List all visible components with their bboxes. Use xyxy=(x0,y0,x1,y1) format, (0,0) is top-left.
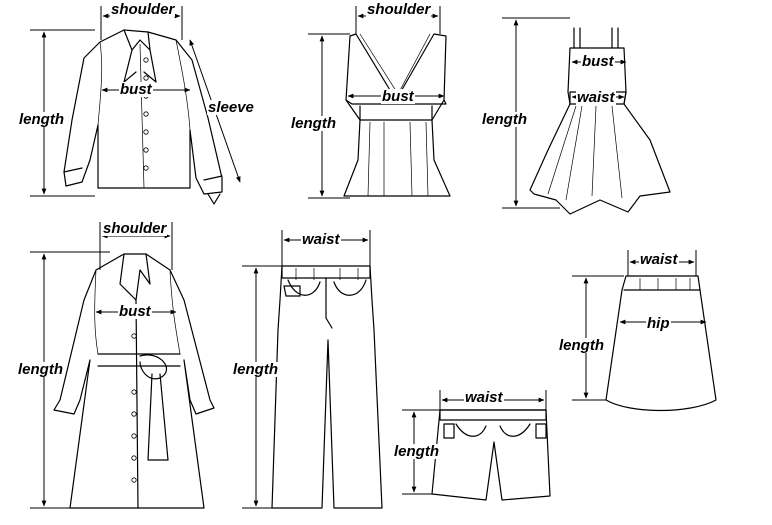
shirt-sleeve-label: sleeve xyxy=(207,99,255,116)
skirt-length-label: length xyxy=(558,337,605,354)
shirt-shoulder-label: shoulder xyxy=(110,1,176,18)
coat-shoulder-label: shoulder xyxy=(102,220,168,237)
shirt-illustration xyxy=(63,29,223,205)
pants-waist-label: waist xyxy=(301,231,341,248)
shirt-bust-label: bust xyxy=(119,81,153,98)
skirt-hip-label: hip xyxy=(646,315,671,332)
shorts-length-label: length xyxy=(393,443,440,460)
shirt-length-label: length xyxy=(18,111,65,128)
top-illustration xyxy=(343,33,451,197)
pants-length-label: length xyxy=(232,361,279,378)
top-shoulder-label: shoulder xyxy=(366,1,432,18)
dress-length-label: length xyxy=(481,111,528,128)
top-length-label: length xyxy=(290,115,337,132)
coat-measure-lines xyxy=(30,222,177,509)
skirt-waist-label: waist xyxy=(639,251,679,268)
coat-length-label: length xyxy=(17,361,64,378)
dress-waist-label: waist xyxy=(576,89,616,106)
coat-illustration xyxy=(53,253,215,509)
dress-bust-label: bust xyxy=(581,53,615,70)
top-bust-label: bust xyxy=(381,88,415,105)
coat-bust-label: bust xyxy=(118,303,152,320)
skirt-illustration xyxy=(605,275,717,412)
shorts-waist-label: waist xyxy=(464,389,504,406)
shorts-illustration xyxy=(431,409,551,501)
pants-illustration xyxy=(271,265,383,509)
